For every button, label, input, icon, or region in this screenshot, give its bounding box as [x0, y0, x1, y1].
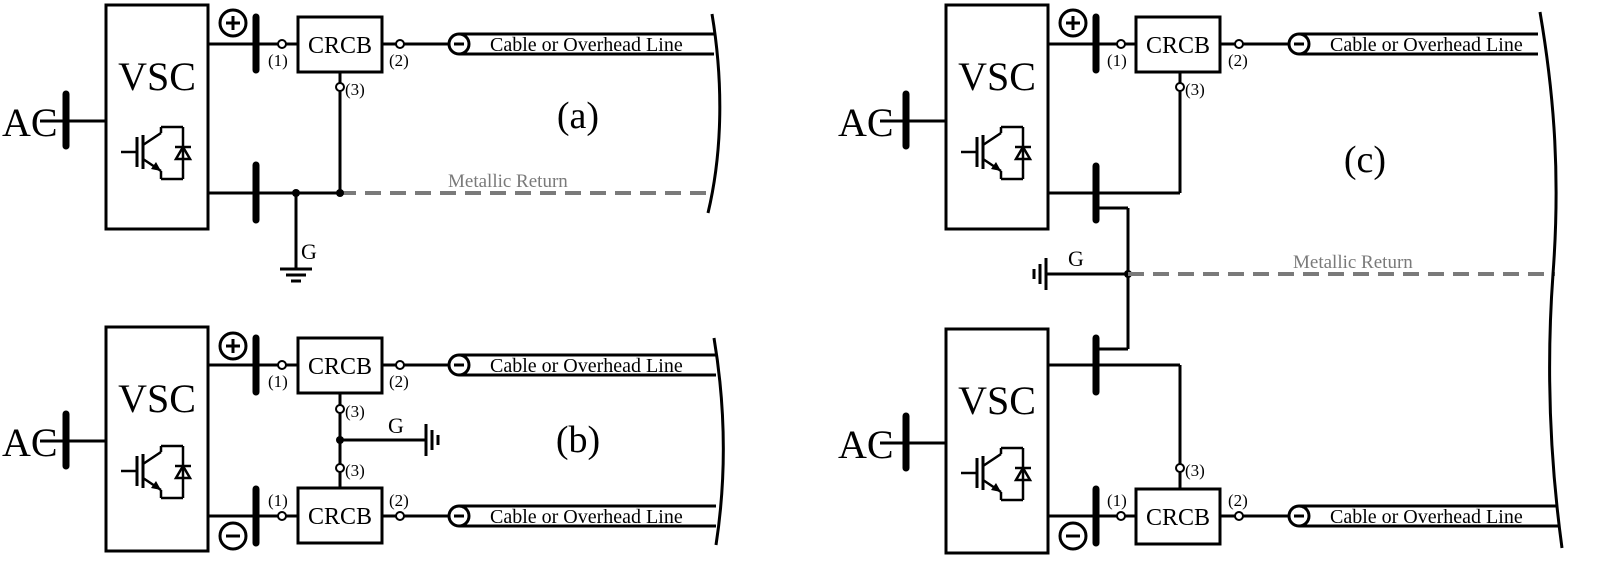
crcb-box: [296, 336, 384, 395]
ground-icon: [408, 422, 440, 458]
port-3-label: (3): [345, 80, 365, 99]
port-1-label: (1): [268, 372, 288, 391]
line-label: Cable or Overhead Line: [490, 506, 683, 528]
metallic-return-label: Metallic Return: [1293, 252, 1413, 273]
vsc-label: VSC: [958, 378, 1036, 423]
ground-label: G: [388, 413, 404, 438]
port-2-label: (2): [389, 51, 409, 70]
panel-b-label: (b): [556, 419, 600, 461]
port-3-label: (3): [1185, 461, 1205, 480]
metallic-return-label: Metallic Return: [448, 171, 568, 192]
line-label: Cable or Overhead Line: [1330, 506, 1523, 528]
panel-b: AC VSC (1) CRCB (2) Cable or Overhead Li…: [2, 325, 725, 553]
line-label: Cable or Overhead Line: [1330, 34, 1523, 56]
vsc-box: [944, 3, 1050, 231]
vsc-label: VSC: [118, 54, 196, 99]
ac-label: AC: [838, 100, 894, 145]
ac-label: AC: [2, 420, 58, 465]
vsc-box: [104, 3, 210, 231]
panel-c: AC VSC (1) CRCB (2) Cable or Overhead Li…: [838, 3, 1564, 555]
port-3-label: (3): [1185, 80, 1205, 99]
crcb-label: CRCB: [308, 354, 372, 380]
vsc-label: VSC: [118, 376, 196, 421]
vsc-box: [944, 327, 1050, 555]
crcb-label: CRCB: [1146, 33, 1210, 59]
vsc-label: VSC: [958, 54, 1036, 99]
port-1-label: (1): [268, 491, 288, 510]
crcb-label: CRCB: [308, 33, 372, 59]
port-1-label: (1): [1107, 51, 1127, 70]
port-1-label: (1): [268, 51, 288, 70]
port-2-label: (2): [1228, 491, 1248, 510]
port-2-label: (2): [389, 372, 409, 391]
port-3-label: (3): [345, 461, 365, 480]
line-label: Cable or Overhead Line: [490, 34, 683, 56]
port-3-label: (3): [345, 402, 365, 421]
port-2-label: (2): [1228, 51, 1248, 70]
ac-label: AC: [2, 100, 58, 145]
ground-label: G: [1068, 246, 1084, 271]
vsc-box: [104, 325, 210, 553]
crcb-box: [296, 486, 384, 545]
ground-label: G: [301, 239, 317, 264]
ac-label: AC: [838, 422, 894, 467]
panel-a-label: (a): [557, 95, 599, 137]
crcb-label: CRCB: [308, 504, 372, 530]
port-2-label: (2): [389, 491, 409, 510]
port-1-label: (1): [1107, 491, 1127, 510]
crcb-label: CRCB: [1146, 505, 1210, 531]
ground-icon: [1032, 256, 1064, 292]
crcb-box: [1134, 15, 1222, 74]
panel-c-label: (c): [1344, 139, 1386, 181]
panel-a: AC VSC (1) CRCB (2) (3) Cable or Overhea…: [2, 3, 722, 283]
line-label: Cable or Overhead Line: [490, 355, 683, 377]
